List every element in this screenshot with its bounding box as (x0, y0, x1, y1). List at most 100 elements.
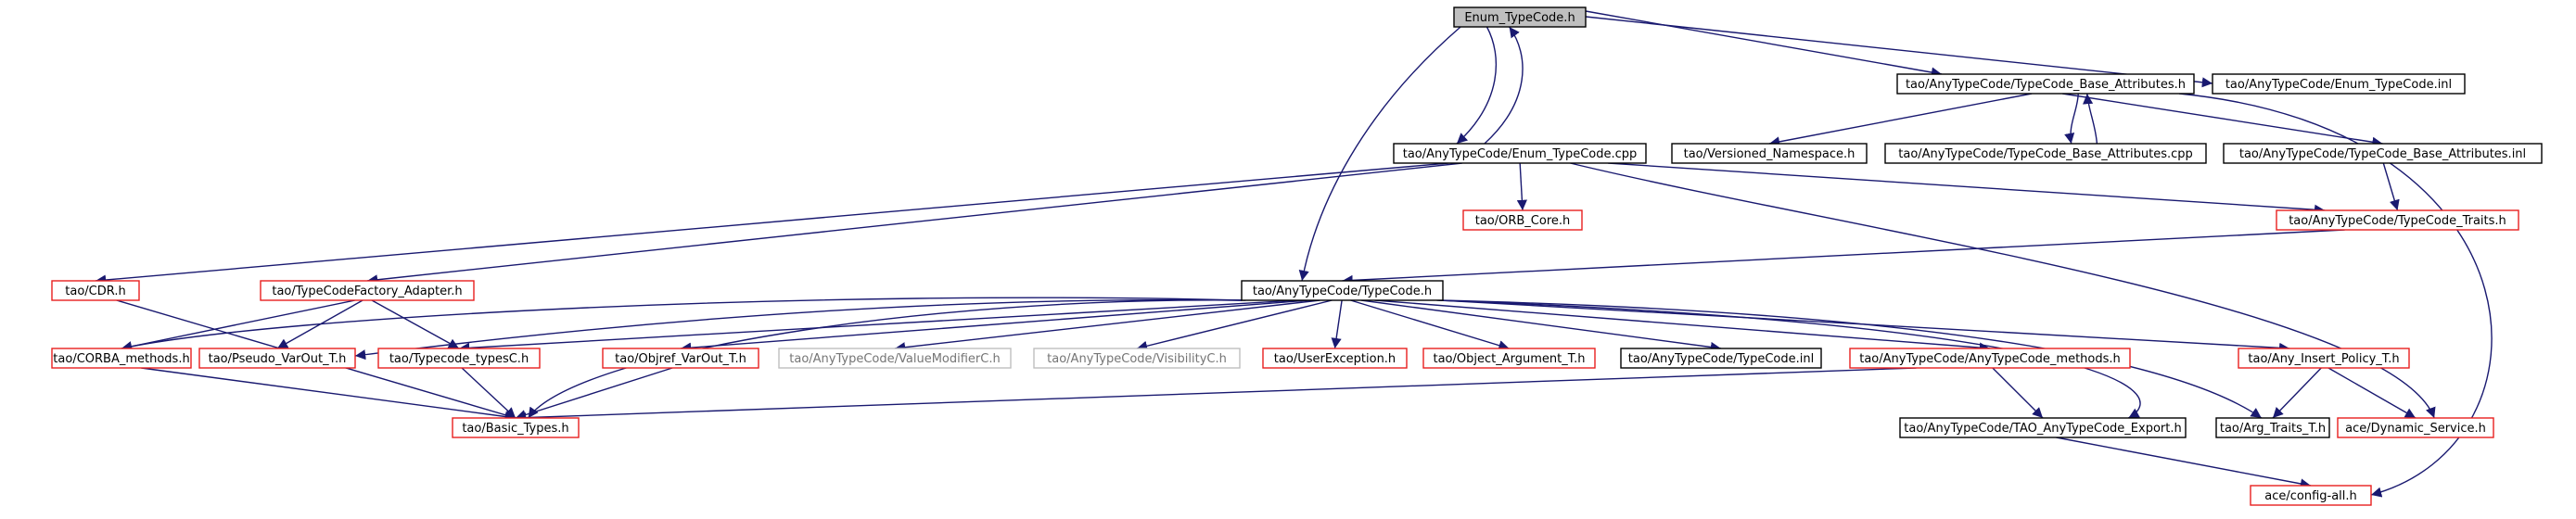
edge-enum_typecode_h-to-enum_typecode_cpp (1456, 26, 1498, 145)
edge-typecode_h-to-userexception (1331, 299, 1343, 349)
edge-typecode_h-to-object_argument (1350, 299, 1510, 351)
edge-base_attr_cpp-to-base_attr_h (2083, 93, 2098, 145)
node-pseudo_varout[interactable]: tao/Pseudo_VarOut_T.h (198, 348, 356, 369)
node-box (2215, 417, 2330, 438)
node-box (51, 280, 140, 301)
node-label: ace/Dynamic_Service.h (2345, 422, 2486, 436)
node-box (377, 348, 541, 369)
node-label: tao/AnyTypeCode/TypeCode_Traits.h (2289, 214, 2506, 228)
node-box (602, 348, 759, 369)
edge-enum_typecode_cpp-to-dynamic_service (1570, 162, 2436, 419)
edge-base_attr_inl-to-typecode_traits (2382, 162, 2400, 211)
node-orb_core[interactable]: tao/ORB_Core.h (1462, 209, 1583, 231)
node-dynamic_service[interactable]: ace/Dynamic_Service.h (2337, 417, 2494, 438)
node-label: tao/AnyTypeCode/Enum_TypeCode.inl (2225, 78, 2452, 92)
edge-enum_typecode_cpp-to-tcf_adapter (366, 162, 1462, 285)
node-enum_typecode_cpp[interactable]: tao/AnyTypeCode/Enum_TypeCode.cpp (1393, 143, 1647, 164)
node-box (51, 348, 192, 369)
edge-enum_typecode_cpp-to-typecode_traits (1608, 162, 2326, 215)
edge-enum_typecode_cpp-to-orb_core (1516, 162, 1527, 211)
node-box (1849, 348, 2131, 369)
node-box (2238, 348, 2410, 369)
node-label: tao/AnyTypeCode/TAO_AnyTypeCode_Export.h (1904, 422, 2181, 436)
node-box (1453, 6, 1587, 28)
edge-typecode_h-to-objref_varout (680, 299, 1309, 353)
node-base_attr_cpp[interactable]: tao/AnyTypeCode/TypeCode_Base_Attributes… (1884, 143, 2207, 164)
node-label: tao/AnyTypeCode/Enum_TypeCode.cpp (1403, 147, 1638, 161)
edge-typecode_h-to-pseudo_varout (354, 298, 1243, 361)
edge-enum_typecode_h-to-enum_typecode_inl (1585, 16, 2213, 88)
node-anytypecode_methods[interactable]: tao/AnyTypeCode/AnyTypeCode_methods.h (1849, 348, 2131, 369)
node-label: tao/AnyTypeCode/VisibilityC.h (1047, 352, 1227, 366)
node-label: tao/Any_Insert_Policy_T.h (2248, 352, 2399, 366)
edge-tcf_adapter-to-corba_methods (121, 299, 355, 352)
node-visibilityc[interactable]: tao/AnyTypeCode/VisibilityC.h (1033, 348, 1241, 369)
node-valuemodifierc[interactable]: tao/AnyTypeCode/ValueModifierC.h (778, 348, 1012, 369)
nodes-layer: Enum_TypeCode.h tao/AnyTypeCode/TypeCode_… (51, 6, 2543, 506)
edge-base_attr_h-to-base_attr_cpp (2064, 93, 2079, 145)
node-label: tao/AnyTypeCode/AnyTypeCode_methods.h (1859, 352, 2121, 366)
node-typecode_h[interactable]: tao/AnyTypeCode/TypeCode.h (1241, 280, 1444, 301)
edge-base_attr_h-to-config_all (2178, 93, 2493, 498)
edge-enum_typecode_h-to-base_attr_h (1585, 10, 1943, 78)
node-typecode_traits[interactable]: tao/AnyTypeCode/TypeCode_Traits.h (2276, 209, 2519, 231)
node-cdr[interactable]: tao/CDR.h (51, 280, 140, 301)
edge-typecode_h-to-typecode_typesc (458, 299, 1298, 353)
node-any_insert_policy[interactable]: tao/Any_Insert_Policy_T.h (2238, 348, 2410, 369)
edge-tcf_adapter-to-typecode_typesc (371, 299, 460, 349)
node-box (198, 348, 356, 369)
node-box (2337, 417, 2494, 438)
node-base_attr_inl[interactable]: tao/AnyTypeCode/TypeCode_Base_Attributes… (2223, 143, 2543, 164)
node-label: tao/AnyTypeCode/TypeCode.h (1253, 285, 1432, 298)
node-typecode_inl[interactable]: tao/AnyTypeCode/TypeCode.inl (1620, 348, 1822, 369)
edge-enum_typecode_h-to-typecode_h (1298, 26, 1461, 282)
node-objref_varout[interactable]: tao/Objref_VarOut_T.h (602, 348, 759, 369)
node-arg_traits[interactable]: tao/Arg_Traits_T.h (2215, 417, 2330, 438)
node-config_all[interactable]: ace/config-all.h (2250, 485, 2372, 506)
node-enum_typecode_inl[interactable]: tao/AnyTypeCode/Enum_TypeCode.inl (2212, 73, 2466, 95)
node-label: tao/Typecode_typesC.h (389, 352, 529, 366)
node-basic_types[interactable]: tao/Basic_Types.h (452, 417, 580, 438)
node-box (1671, 143, 1868, 164)
node-box (1262, 348, 1408, 369)
node-box (1393, 143, 1647, 164)
node-label: tao/UserException.h (1274, 352, 1396, 366)
edge-enum_typecode_cpp-to-cdr (95, 162, 1449, 285)
node-box (2276, 209, 2519, 231)
node-label: tao/Basic_Types.h (462, 422, 568, 436)
node-label: tao/Objref_VarOut_T.h (615, 352, 746, 366)
node-base_attr_h[interactable]: tao/AnyTypeCode/TypeCode_Base_Attributes… (1896, 73, 2195, 95)
node-box (2223, 143, 2543, 164)
edge-tao_export-to-config_all (2056, 437, 2312, 489)
node-label: tao/CDR.h (65, 285, 125, 298)
edge-any_insert_policy-to-arg_traits (2272, 367, 2322, 419)
node-versioned_ns[interactable]: tao/Versioned_Namespace.h (1671, 143, 1868, 164)
node-tao_export[interactable]: tao/AnyTypeCode/TAO_AnyTypeCode_Export.h (1899, 417, 2187, 438)
edge-typecode_h-to-basic_types (528, 299, 1246, 419)
node-object_argument[interactable]: tao/Object_Argument_T.h (1422, 348, 1596, 369)
node-typecode_typesc[interactable]: tao/Typecode_typesC.h (377, 348, 541, 369)
node-label: tao/AnyTypeCode/TypeCode.inl (1628, 352, 1814, 366)
node-label: tao/ORB_Core.h (1475, 214, 1571, 228)
node-box (1884, 143, 2207, 164)
edge-enum_typecode_cpp-to-enum_typecode_h (1484, 26, 1524, 145)
edge-typecode_h-to-anytypecode_methods (1374, 299, 1991, 353)
node-label: tao/Object_Argument_T.h (1433, 352, 1585, 366)
node-label: tao/AnyTypeCode/TypeCode_Base_Attributes… (2239, 147, 2526, 161)
node-label: tao/CORBA_methods.h (53, 352, 189, 366)
edge-objref_varout-to-basic_types (515, 367, 673, 420)
node-corba_methods[interactable]: tao/CORBA_methods.h (51, 348, 192, 369)
node-box (1241, 280, 1444, 301)
edge-anytypecode_methods-to-basic_types (515, 367, 1917, 424)
node-enum_typecode_h[interactable]: Enum_TypeCode.h (1453, 6, 1587, 28)
node-tcf_adapter[interactable]: tao/TypeCodeFactory_Adapter.h (260, 280, 475, 301)
edge-typecode_h-to-valuemodifierc (894, 299, 1320, 353)
edge-anytypecode_methods-to-tao_export (1992, 367, 2044, 419)
node-box (260, 280, 475, 301)
node-userexception[interactable]: tao/UserException.h (1262, 348, 1408, 369)
edge-typecode_typesc-to-basic_types (461, 367, 516, 419)
edge-any_insert_policy-to-dynamic_service (2327, 367, 2417, 419)
node-box (452, 417, 580, 438)
node-label: tao/Versioned_Namespace.h (1684, 147, 1855, 161)
